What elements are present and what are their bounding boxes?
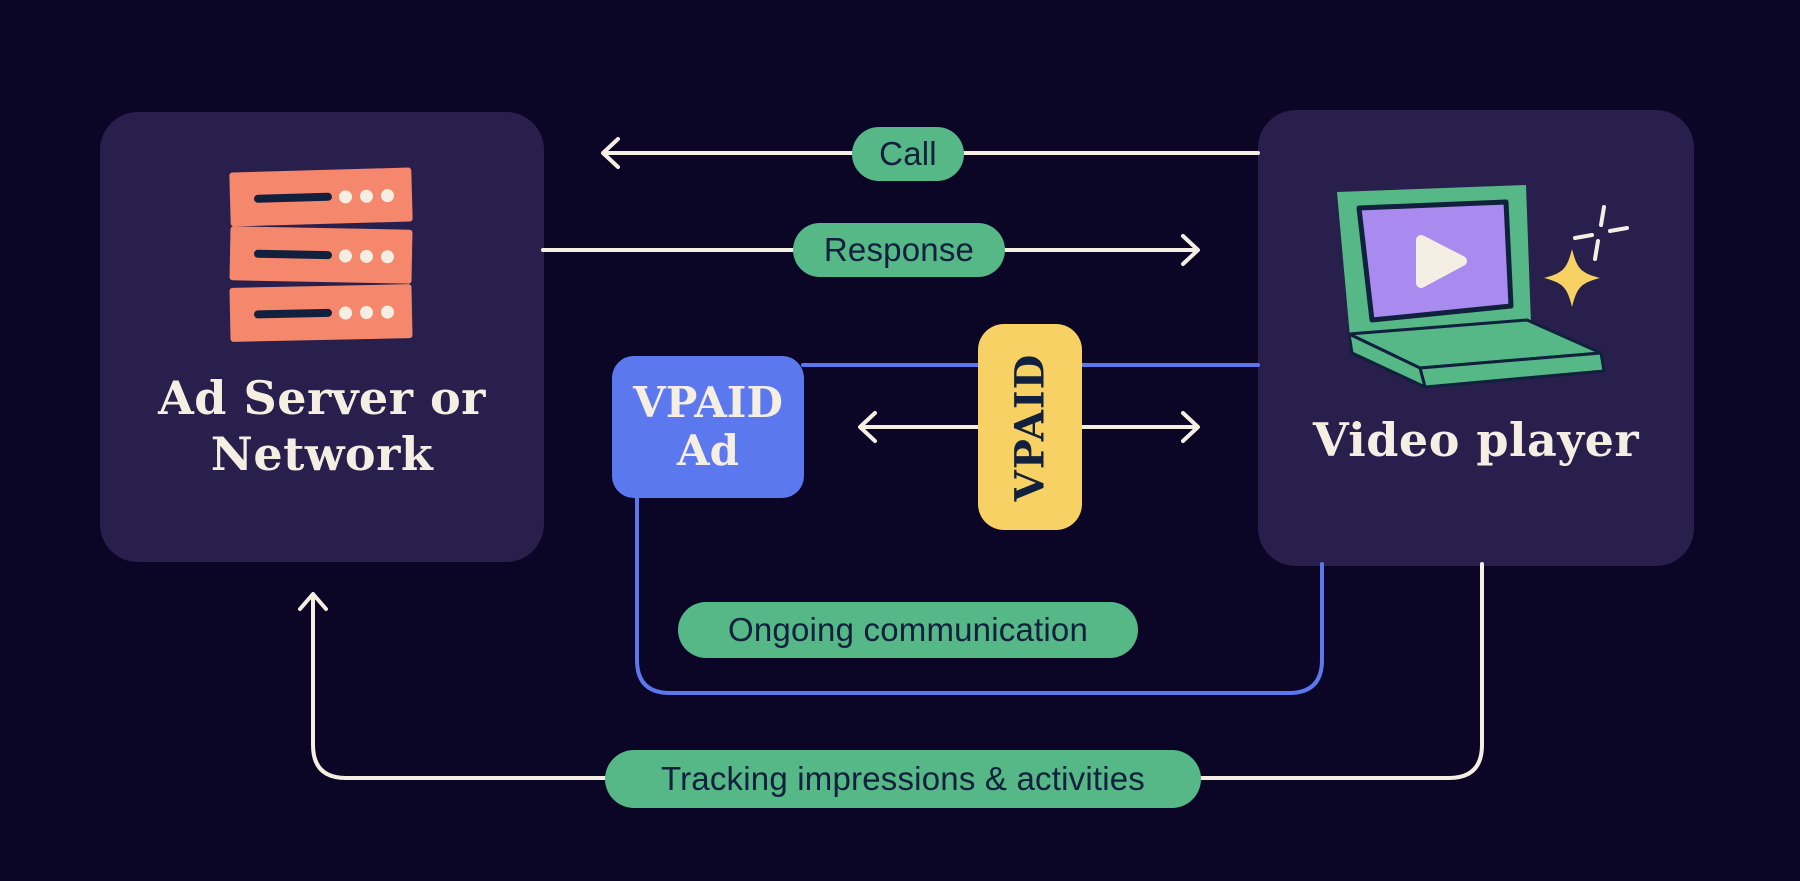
vpaid-bridge-box: VPAID xyxy=(978,324,1082,530)
ongoing-communication-pill: Ongoing communication xyxy=(678,602,1138,658)
vpaid-ad-label: VPAID Ad xyxy=(633,377,783,475)
plus-sparkle-icon xyxy=(1573,205,1629,261)
play-icon xyxy=(1416,235,1467,288)
tracking-line xyxy=(311,562,1484,780)
call-pill: Call xyxy=(852,127,964,181)
call-arrowhead-left xyxy=(601,137,620,169)
vpaid-arrowhead-right xyxy=(1181,411,1200,443)
laptop-base-side xyxy=(1347,332,1427,389)
video-player-label: Video player xyxy=(1312,413,1640,467)
tracking-pill: Tracking impressions & activities xyxy=(605,750,1201,808)
vpaid-ad-box: VPAID Ad xyxy=(612,356,804,498)
laptop-icon xyxy=(1337,185,1606,389)
ad-server-label: Ad Server or Network xyxy=(158,371,486,482)
vpaid-arrowhead-left xyxy=(858,411,877,443)
response-pill: Response xyxy=(793,223,1005,277)
ongoing-communication-line xyxy=(635,495,1324,695)
video-player-card: Video player xyxy=(1258,110,1694,566)
tracking-arrowhead-up xyxy=(298,592,328,611)
response-arrowhead-right xyxy=(1181,234,1200,266)
sparkle-icon xyxy=(1544,249,1600,307)
vpaid-bridge-label: VPAID xyxy=(1006,353,1054,501)
ad-server-card: Ad Server or Network xyxy=(100,112,544,562)
